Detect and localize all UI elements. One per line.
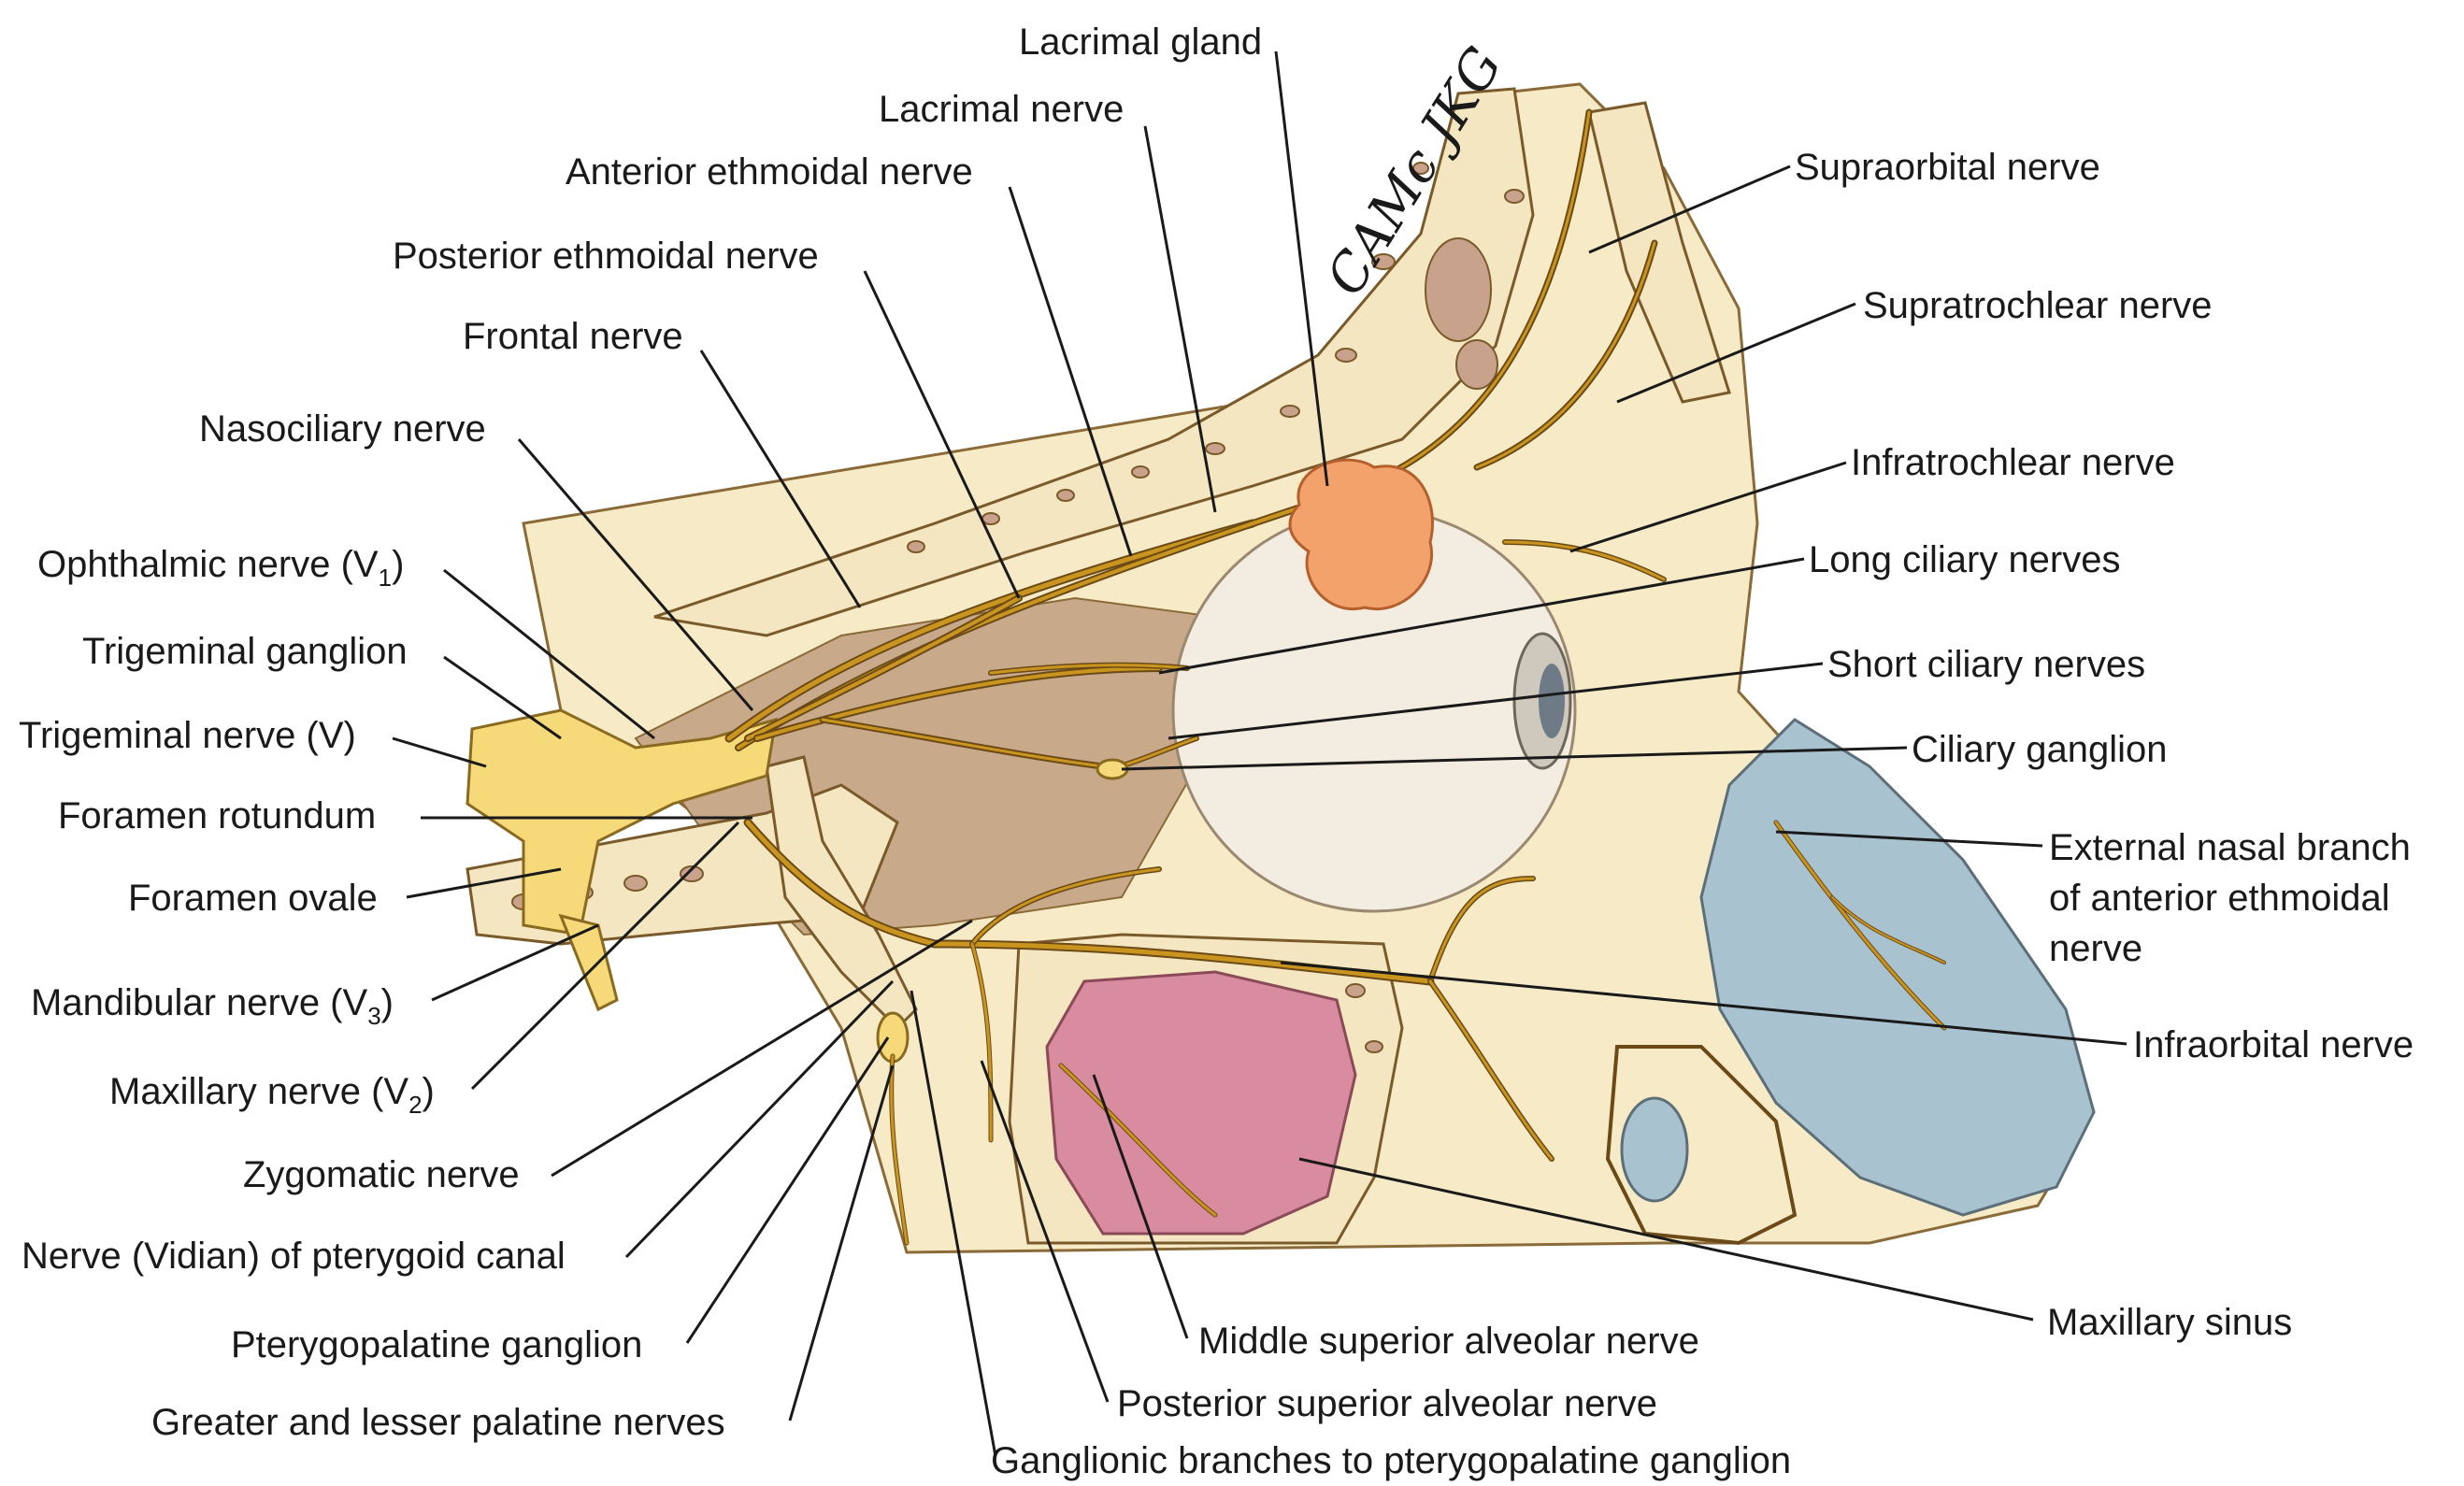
label-frontal-nerve: Frontal nerve [463, 316, 683, 357]
label-long-ciliary-nerves: Long ciliary nerves [1809, 539, 2121, 580]
label-middle-superior-alveolar-nerve: Middle superior alveolar nerve [1198, 1321, 1699, 1362]
label-infraorbital-nerve: Infraorbital nerve [2133, 1024, 2414, 1065]
label-posterior-superior-alveolar-nerve: Posterior superior alveolar nerve [1117, 1383, 1657, 1424]
label-lacrimal-nerve: Lacrimal nerve [879, 89, 1124, 130]
label-pterygopalatine-ganglion: Pterygopalatine ganglion [231, 1324, 642, 1365]
maxillary-sinus-cavity [1047, 972, 1355, 1234]
label-vidian-nerve: Nerve (Vidian) of pterygoid canal [21, 1236, 566, 1277]
label-foramen-ovale: Foramen ovale [128, 878, 378, 919]
nostril-opening [1622, 1098, 1687, 1201]
label-ganglionic-branches: Ganglionic branches to pterygopalatine g… [991, 1440, 1791, 1481]
label-ophthalmic-nerve: Ophthalmic nerve (V1) [37, 544, 404, 592]
label-maxillary-sinus: Maxillary sinus [2047, 1302, 2292, 1343]
label-foramen-rotundum: Foramen rotundum [58, 795, 376, 836]
label-lacrimal-gland: Lacrimal gland [1019, 21, 1262, 63]
label-ciliary-ganglion: Ciliary ganglion [1912, 729, 2167, 770]
label-short-ciliary-nerves: Short ciliary nerves [1827, 644, 2145, 685]
label-supraorbital-nerve: Supraorbital nerve [1795, 147, 2100, 188]
label-nasociliary-nerve: Nasociliary nerve [199, 408, 486, 450]
label-trigeminal-ganglion: Trigeminal ganglion [82, 631, 408, 672]
label-zygomatic-nerve: Zygomatic nerve [243, 1154, 520, 1195]
label-trigeminal-nerve: Trigeminal nerve (V) [19, 715, 356, 756]
label-palatine-nerves: Greater and lesser palatine nerves [151, 1402, 725, 1443]
label-maxillary-nerve: Maxillary nerve (V2) [109, 1071, 435, 1119]
label-infratrochlear-nerve: Infratrochlear nerve [1851, 442, 2175, 483]
label-posterior-ethmoidal-nerve: Posterior ethmoidal nerve [393, 236, 819, 277]
label-external-nasal-branch: External nasal branch of anterior ethmoi… [2049, 827, 2421, 969]
label-mandibular-nerve: Mandibular nerve (V3) [31, 982, 394, 1030]
label-anterior-ethmoidal-nerve: Anterior ethmoidal nerve [566, 151, 973, 193]
label-supratrochlear-nerve: Supratrochlear nerve [1863, 285, 2213, 326]
pupil [1539, 664, 1565, 738]
